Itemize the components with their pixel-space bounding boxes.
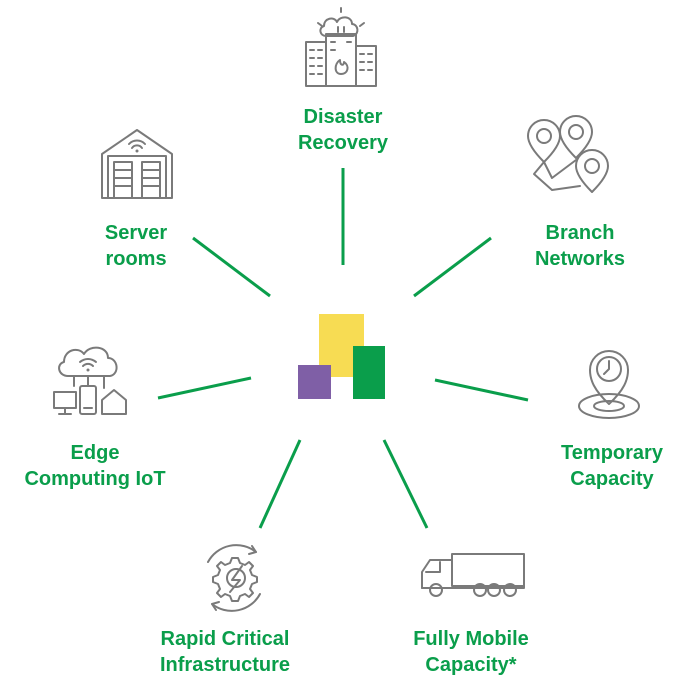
map-pins-icon <box>522 115 612 196</box>
label-line: Branch <box>545 222 615 244</box>
label-disaster-recovery: Disaster Recovery <box>298 104 388 156</box>
label-line: Computing IoT <box>24 468 166 490</box>
label-line: Infrastructure <box>159 654 291 676</box>
label-line: Rapid Critical <box>160 628 290 650</box>
label-edge-computing-iot: Edge Computing IoT <box>24 440 165 492</box>
cloud-devices-icon <box>50 340 134 424</box>
label-line: Temporary <box>561 442 663 464</box>
gear-lightning-icon <box>196 540 272 616</box>
location-clock-icon <box>572 346 646 422</box>
label-line: rooms <box>105 248 167 270</box>
label-server-rooms: Server rooms <box>105 220 167 272</box>
label-line: Disaster <box>303 106 383 128</box>
label-line: Edge <box>70 442 120 464</box>
logo-blocks-icon <box>298 314 388 400</box>
label-line: Recovery <box>297 132 389 154</box>
label-line: Server <box>104 222 168 244</box>
connector-fully-mobile-capacity <box>382 439 429 529</box>
connector-branch-networks <box>413 236 492 298</box>
connector-rapid-critical-infrastructure <box>258 439 302 529</box>
label-branch-networks: Branch Networks <box>535 220 625 272</box>
truck-icon <box>418 550 526 598</box>
connector-edge-computing-iot <box>157 376 252 400</box>
label-line: Capacity* <box>425 654 517 676</box>
burning-building-cloud-icon <box>300 6 382 88</box>
label-fully-mobile-capacity: Fully Mobile Capacity* <box>413 626 529 678</box>
label-line: Fully Mobile <box>413 628 529 650</box>
label-rapid-critical-infrastructure: Rapid Critical Infrastructure <box>160 626 290 678</box>
label-temporary-capacity: Temporary Capacity <box>561 440 663 492</box>
label-line: Capacity <box>570 468 654 490</box>
connector-server-rooms <box>192 236 271 298</box>
connector-temporary-capacity <box>434 378 529 402</box>
server-room-icon <box>98 126 176 202</box>
label-line: Networks <box>534 248 626 270</box>
